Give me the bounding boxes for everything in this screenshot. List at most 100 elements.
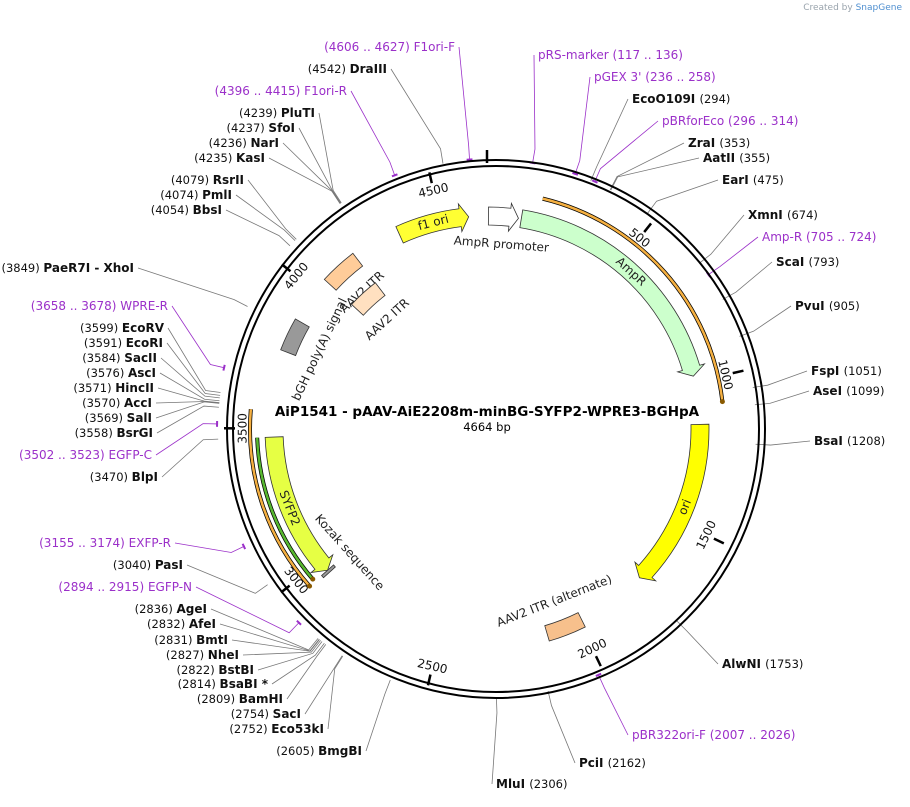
site-eco53ki: (2752) Eco53kI xyxy=(229,722,324,736)
feature-f1-ori xyxy=(395,202,470,244)
primer-mark-egfp-n xyxy=(296,619,302,626)
site-sali: (3569) SalI xyxy=(85,411,152,425)
site-alwni: AlwNI (1753) xyxy=(722,657,803,671)
site-pluti: (4239) PluTI xyxy=(239,106,315,120)
leader-bsai xyxy=(755,440,811,446)
site-bsai: BsaI (1208) xyxy=(814,434,885,448)
primer-pbrforeco: pBRforEco (296 .. 314) xyxy=(662,114,798,128)
site-draiii: (4542) DraIII xyxy=(308,62,387,76)
site-hincii: (3571) HincII xyxy=(73,381,154,395)
leader-sfoi xyxy=(298,127,341,204)
tick-4500 xyxy=(428,172,433,184)
feature-label-aav2-itr-alternate: AAV2 ITR (alternate) xyxy=(495,572,614,630)
primer-mark-wpre-r xyxy=(222,364,226,371)
primer-egfp-c: (3502 .. 3523) EGFP-C xyxy=(19,448,152,462)
site-bsabi: (2814) BsaBI * xyxy=(178,677,269,691)
tick-2000 xyxy=(594,655,602,667)
site-bstbi: (2822) BstBI xyxy=(176,663,254,677)
tick-3000 xyxy=(280,584,291,594)
leader-agei xyxy=(210,608,319,651)
site-sacii: (3584) SacII xyxy=(82,351,157,365)
site-bsrgi: (3558) BsrGI xyxy=(75,426,153,440)
primer-egfp-n: (2894 .. 2915) EGFP-N xyxy=(58,580,192,594)
tick-label-2500: 2500 xyxy=(416,656,449,676)
site-pvui: PvuI (905) xyxy=(795,299,860,313)
primer-mark-pgex-3 xyxy=(572,171,579,176)
leader-rsrii xyxy=(247,179,297,240)
feature-label-ampr-promoter: AmpR promoter xyxy=(453,233,549,254)
leader-afei xyxy=(219,623,320,652)
map-length: 4664 bp xyxy=(463,420,511,434)
site-mlui: MluI (2306) xyxy=(496,777,568,791)
site-agei: (2836) AgeI xyxy=(135,602,207,616)
site-acci: (3570) AccI xyxy=(82,396,152,410)
site-pcii: PciI (2162) xyxy=(579,756,646,770)
leader-bbsi xyxy=(225,209,291,247)
leader-blpi xyxy=(161,438,219,478)
orf-left-outer xyxy=(248,409,311,587)
primer-mark-f1ori-r xyxy=(391,173,398,178)
leader-pvui xyxy=(739,305,792,337)
primer-amp-r: Amp-R (705 .. 724) xyxy=(762,230,876,244)
orf-right xyxy=(542,197,724,402)
leader-xmni xyxy=(698,214,745,264)
leader-bmgbi xyxy=(365,679,391,752)
leader-wpre-r xyxy=(171,305,226,369)
leader-egfp-c xyxy=(155,423,219,456)
leader-bsabi xyxy=(271,643,325,685)
leader-asei xyxy=(754,390,810,406)
leader-pgex-3 xyxy=(574,76,591,175)
leader-pmli xyxy=(235,194,296,241)
feature-ampr xyxy=(519,209,706,377)
leader-nhei xyxy=(242,640,321,656)
site-eari: EarI (475) xyxy=(722,173,784,187)
leader-aatii xyxy=(610,157,700,191)
primer-f1ori-f: (4606 .. 4627) F1ori-F xyxy=(324,40,455,54)
credit-prefix: Created by xyxy=(803,3,853,13)
site-asei: AseI (1099) xyxy=(813,384,884,398)
leader-pbrforeco xyxy=(594,120,659,183)
leader-ecori xyxy=(166,342,221,396)
leader-bstbi xyxy=(257,641,323,671)
site-ecorv: (3599) EcoRV xyxy=(80,321,165,335)
tick-4000 xyxy=(281,263,292,273)
leader-pasi xyxy=(186,564,268,594)
feature-bgh-poly-a-signal xyxy=(280,318,310,357)
feature-kozak-sequence xyxy=(320,564,336,579)
leader-hincii xyxy=(157,387,220,403)
site-labels: pRS-marker (117 .. 136) pGEX 3' (236 .. 2… xyxy=(1,40,885,791)
site-rsrii: (4079) RsrII xyxy=(171,173,244,187)
primer-prs-marker: pRS-marker (117 .. 136) xyxy=(538,48,683,62)
primer-pbr322ori-f: pBR322ori-F (2007 .. 2026) xyxy=(632,728,795,742)
leader-kasi xyxy=(268,157,341,204)
leader-bsrgi xyxy=(156,405,219,434)
site-nari: (4236) NarI xyxy=(209,136,279,150)
site-asci: (3576) AscI xyxy=(86,366,156,380)
leader-pcii xyxy=(547,690,576,764)
primer-mark-pbrforeco xyxy=(591,179,598,184)
tick-500 xyxy=(643,222,653,233)
feature-ampr-promoter xyxy=(487,201,519,233)
leader-eco53ki xyxy=(327,655,344,730)
leader-paer7i xyxy=(137,267,248,307)
leader-pluti xyxy=(318,112,342,204)
feature-ori xyxy=(634,423,710,582)
leader-f1ori-r xyxy=(350,90,396,177)
primer-pgex-3: pGEX 3' (236 .. 258) xyxy=(594,70,716,84)
leader-sacii xyxy=(160,357,220,399)
leader-saci xyxy=(304,655,343,715)
leader-fspi xyxy=(752,370,808,388)
site-afei: (2832) AfeI xyxy=(147,617,216,631)
leader-ecoo109i xyxy=(590,98,629,181)
site-bbsi: (4054) BbsI xyxy=(151,203,222,217)
site-pasi: (3040) PasI xyxy=(113,558,183,572)
leader-eari xyxy=(647,179,719,214)
feature-aav2-itr xyxy=(323,252,364,291)
leader-pbr322ori-f xyxy=(597,673,629,736)
map-title: AiP1541 - pAAV-AiE2208m-minBG-SYFP2-WPRE… xyxy=(275,404,700,420)
orf-left-green-tip xyxy=(310,576,316,582)
leader-exfp-r xyxy=(174,542,245,553)
primer-mark-exfp-r xyxy=(241,543,247,550)
tick-label-4000: 4000 xyxy=(281,260,311,293)
tick-2500 xyxy=(426,674,432,686)
